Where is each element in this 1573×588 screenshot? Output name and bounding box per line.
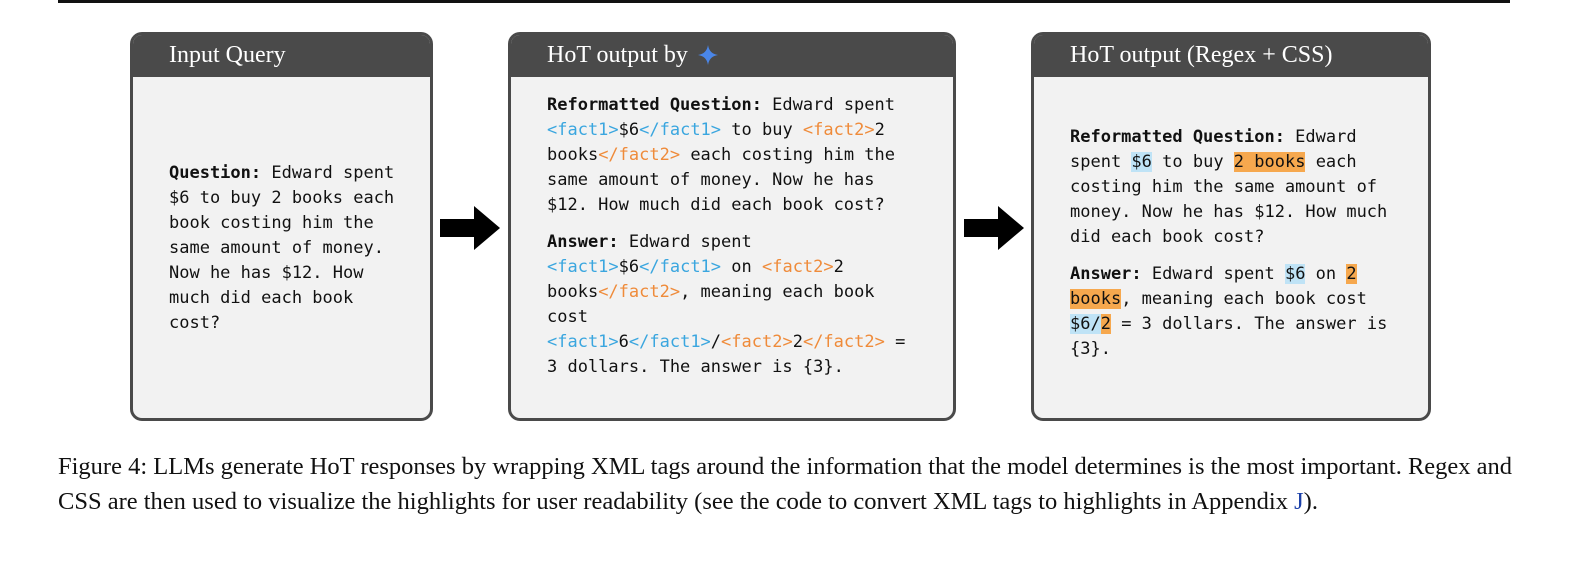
fact2-open-tag: <fact2> bbox=[802, 120, 875, 140]
input-question: Question: Edward spent $6 to buy 2 books… bbox=[169, 161, 400, 336]
hot-reformatted-question: Reformatted Question: Edward spent <fact… bbox=[547, 95, 896, 215]
fact1-close-tag: </fact1> bbox=[639, 120, 722, 140]
fact2-highlight: 2 books bbox=[1233, 152, 1306, 172]
hot-output-title: HoT output by bbox=[547, 42, 688, 68]
fact2-open-tag: <fact2> bbox=[721, 332, 793, 352]
hot-output-body: Reformatted Question: Edward spent <fact… bbox=[511, 77, 953, 380]
fact2-close-tag: </fact2> bbox=[598, 282, 681, 302]
question-label: Question: bbox=[169, 163, 262, 183]
reformatted-question-label: Reformatted Question: bbox=[547, 95, 762, 115]
highlighted-output-header: HoT output (Regex + CSS) bbox=[1034, 35, 1428, 77]
input-query-header: Input Query bbox=[133, 35, 430, 77]
fact1-highlight: $6 bbox=[1131, 152, 1152, 172]
fact1-open-tag: <fact1> bbox=[547, 257, 619, 277]
right-arrow-icon bbox=[440, 206, 500, 250]
hot-output-header: HoT output by bbox=[511, 35, 953, 77]
input-query-body: Question: Edward spent $6 to buy 2 books… bbox=[133, 77, 430, 336]
fact2-close-tag: </fact2> bbox=[802, 332, 885, 352]
fact2-open-tag: <fact2> bbox=[761, 257, 834, 277]
hot-output-panel: HoT output by Reformatted Question: Edwa… bbox=[508, 32, 956, 421]
highlighted-output-title: HoT output (Regex + CSS) bbox=[1070, 42, 1333, 68]
answer-label: Answer: bbox=[1070, 264, 1142, 284]
fact1-close-tag: </fact1> bbox=[639, 257, 722, 277]
reformatted-question-label: Reformatted Question: bbox=[1070, 127, 1285, 147]
appendix-link[interactable]: J bbox=[1294, 488, 1304, 515]
css-answer: Answer: Edward spent $6 on 2 books, mean… bbox=[1070, 264, 1388, 359]
caption-text: Figure 4: LLMs generate HoT responses by… bbox=[58, 453, 1513, 515]
fact2-highlight: 2 bbox=[1100, 314, 1111, 334]
fact1-highlight: $6 bbox=[1284, 264, 1306, 284]
question-text: Edward spent $6 to buy 2 books each book… bbox=[169, 163, 395, 333]
top-rule bbox=[58, 0, 1510, 3]
right-arrow-icon bbox=[964, 206, 1024, 250]
highlighted-output-panel: HoT output (Regex + CSS) Reformatted Que… bbox=[1031, 32, 1431, 421]
gemini-sparkle-icon bbox=[697, 45, 718, 65]
css-reformatted-question: Reformatted Question: Edward spent $6 to… bbox=[1070, 127, 1388, 247]
input-query-title: Input Query bbox=[169, 42, 286, 68]
fact2-close-tag: </fact2> bbox=[598, 145, 681, 165]
fact2-highlight: books bbox=[1070, 289, 1122, 309]
fact1-open-tag: <fact1> bbox=[547, 332, 619, 352]
fact1-open-tag: <fact1> bbox=[547, 120, 619, 140]
fact1-highlight: $6/ bbox=[1070, 314, 1101, 334]
highlighted-output-body: Reformatted Question: Edward spent $6 to… bbox=[1034, 77, 1428, 362]
caption-end: ). bbox=[1303, 488, 1318, 515]
answer-label: Answer: bbox=[547, 232, 619, 252]
input-query-panel: Input Query Question: Edward spent $6 to… bbox=[130, 32, 433, 421]
figure-caption: Figure 4: LLMs generate HoT responses by… bbox=[58, 449, 1514, 519]
fact2-highlight: 2 bbox=[1346, 264, 1357, 284]
hot-answer: Answer: Edward spent <fact1>$6</fact1> o… bbox=[547, 232, 906, 377]
fact1-close-tag: </fact1> bbox=[628, 332, 711, 352]
